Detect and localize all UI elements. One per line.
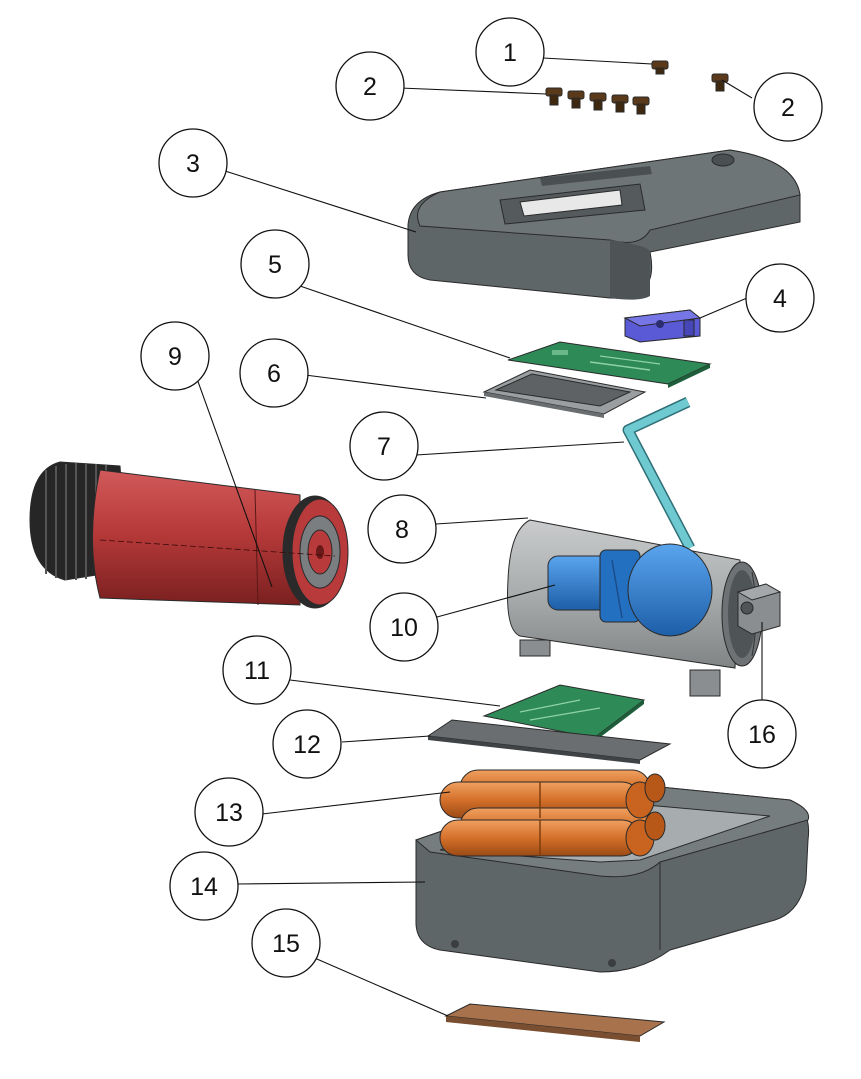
screw-single-part-2 bbox=[711, 73, 729, 92]
cylinder-part-9 bbox=[29, 461, 349, 609]
pad-part-15 bbox=[444, 1003, 666, 1042]
lamp-part-10 bbox=[547, 543, 713, 637]
callout-15: 15 bbox=[251, 908, 321, 978]
callout-label: 1 bbox=[503, 39, 517, 67]
callout-7: 7 bbox=[349, 411, 419, 481]
fitting-part-16 bbox=[736, 583, 782, 635]
screw-part-1 bbox=[651, 60, 669, 75]
callout-2-left: 2 bbox=[335, 51, 405, 121]
top-cover-part-3 bbox=[407, 149, 801, 300]
plate-part-6 bbox=[482, 369, 647, 418]
callout-label: 2 bbox=[781, 94, 795, 122]
pcb-part-11 bbox=[482, 684, 646, 742]
plate-part-12 bbox=[426, 719, 672, 764]
callout-label: 8 bbox=[395, 516, 409, 544]
callout-label: 15 bbox=[272, 930, 300, 958]
callout-6: 6 bbox=[239, 338, 309, 408]
callout-14: 14 bbox=[169, 851, 239, 921]
callout-label: 13 bbox=[215, 799, 243, 827]
callout-label: 10 bbox=[390, 614, 418, 642]
callout-2-right: 2 bbox=[753, 72, 823, 142]
callout-label: 2 bbox=[363, 73, 377, 101]
pcb-part-5 bbox=[507, 341, 712, 388]
callout-4: 4 bbox=[745, 263, 815, 333]
clip-part-4 bbox=[623, 309, 702, 343]
callout-label: 6 bbox=[267, 360, 281, 388]
callout-label: 16 bbox=[748, 721, 776, 749]
callout-8: 8 bbox=[367, 494, 437, 564]
callout-13: 13 bbox=[194, 777, 264, 847]
battery-pack-part-13 bbox=[439, 769, 666, 857]
callout-16: 16 bbox=[727, 699, 797, 769]
callout-12: 12 bbox=[272, 709, 342, 779]
callout-3: 3 bbox=[158, 128, 228, 198]
callout-label: 4 bbox=[773, 285, 787, 313]
callout-label: 14 bbox=[190, 873, 218, 901]
callout-11: 11 bbox=[222, 635, 292, 705]
callout-5: 5 bbox=[240, 229, 310, 299]
callout-label: 9 bbox=[168, 343, 182, 371]
callout-1: 1 bbox=[475, 17, 545, 87]
screw-group-part-2 bbox=[545, 87, 650, 115]
leader-lines bbox=[195, 57, 763, 1017]
callout-label: 12 bbox=[293, 731, 321, 759]
callout-label: 3 bbox=[186, 150, 200, 178]
callout-10: 10 bbox=[369, 592, 439, 662]
callout-label: 7 bbox=[377, 433, 391, 461]
callout-9: 9 bbox=[140, 321, 210, 391]
callout-label: 11 bbox=[244, 657, 270, 685]
callout-label: 5 bbox=[268, 251, 282, 279]
